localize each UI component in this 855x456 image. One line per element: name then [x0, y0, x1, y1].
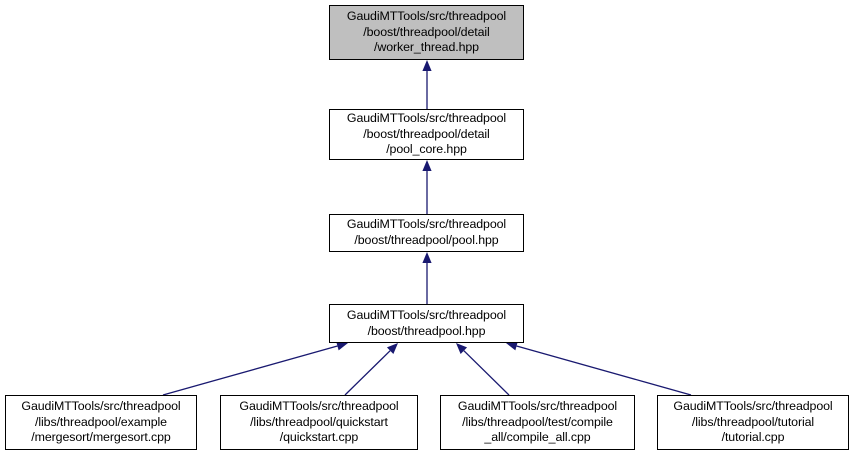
- graph-node-label-line: /libs/threadpool/example: [35, 414, 167, 429]
- graph-node-label-line: GaudiMTTools/src/threadpool: [346, 217, 507, 232]
- graph-node-label-line: GaudiMTTools/src/threadpool: [673, 398, 833, 413]
- graph-node-label-line: /worker_thread.hpp: [374, 40, 479, 55]
- graph-node-label-line: /boost/threadpool/pool.hpp: [354, 233, 499, 247]
- graph-node-compile_all[interactable]: GaudiMTTools/src/threadpool/libs/threadp…: [440, 395, 637, 452]
- edge-line: [463, 350, 510, 396]
- graph-node-label-line: /boost/threadpool.hpp: [367, 323, 486, 338]
- graph-node-label-line: /pool_core.hpp: [386, 142, 467, 157]
- edge-line: [162, 345, 338, 396]
- graph-node-label-line: GaudiMTTools/src/threadpool: [346, 8, 507, 23]
- graph-node-threadpool[interactable]: GaudiMTTools/src/threadpool/boost/thread…: [329, 304, 526, 345]
- graph-node-pool_core[interactable]: GaudiMTTools/src/threadpool/boost/thread…: [329, 109, 526, 162]
- graph-node-label-line: _all/compile_all.cpp: [484, 430, 591, 445]
- graph-node-label-line: /tutorial.cpp: [721, 430, 785, 445]
- graph-node-label-line: /quickstart.cpp: [279, 430, 359, 445]
- graph-node-label-line: /mergesort/mergesort.cpp: [31, 430, 171, 445]
- edge-arrowhead: [422, 160, 432, 171]
- graph-node-label-line: GaudiMTTools/src/threadpool: [239, 398, 399, 413]
- graph-node-mergesort[interactable]: GaudiMTTools/src/threadpool/libs/threadp…: [5, 395, 199, 452]
- graph-node-pool[interactable]: GaudiMTTools/src/threadpool/boost/thread…: [329, 214, 526, 254]
- edge-arrowhead: [386, 343, 398, 354]
- graph-node-label-line: GaudiMTTools/src/threadpool: [346, 110, 507, 125]
- graph-node-label-line: /boost/threadpool/detail: [363, 24, 490, 39]
- graph-node-label-line: /libs/threadpool/quickstart: [250, 414, 388, 429]
- edge-arrowhead: [422, 252, 432, 263]
- graph-node-tutorial[interactable]: GaudiMTTools/src/threadpool/libs/threadp…: [657, 395, 851, 452]
- graph-node-worker_thread[interactable]: GaudiMTTools/src/threadpool/boost/thread…: [329, 5, 526, 62]
- edge-line: [344, 350, 391, 396]
- edge-arrowhead: [456, 343, 468, 354]
- graph-node-label-line: /boost/threadpool/detail: [363, 126, 490, 141]
- graph-node-quickstart[interactable]: GaudiMTTools/src/threadpool/libs/threadp…: [220, 395, 420, 452]
- graph-node-label-line: /libs/threadpool/tutorial: [691, 414, 815, 429]
- graph-node-label-line: GaudiMTTools/src/threadpool: [346, 307, 507, 322]
- edge-arrowhead: [422, 60, 432, 71]
- graph-node-label-line: /libs/threadpool/test/compile: [462, 414, 613, 429]
- graph-node-label-line: GaudiMTTools/src/threadpool: [457, 398, 618, 413]
- edge-line: [516, 345, 692, 396]
- graph-node-label-line: GaudiMTTools/src/threadpool: [21, 398, 181, 413]
